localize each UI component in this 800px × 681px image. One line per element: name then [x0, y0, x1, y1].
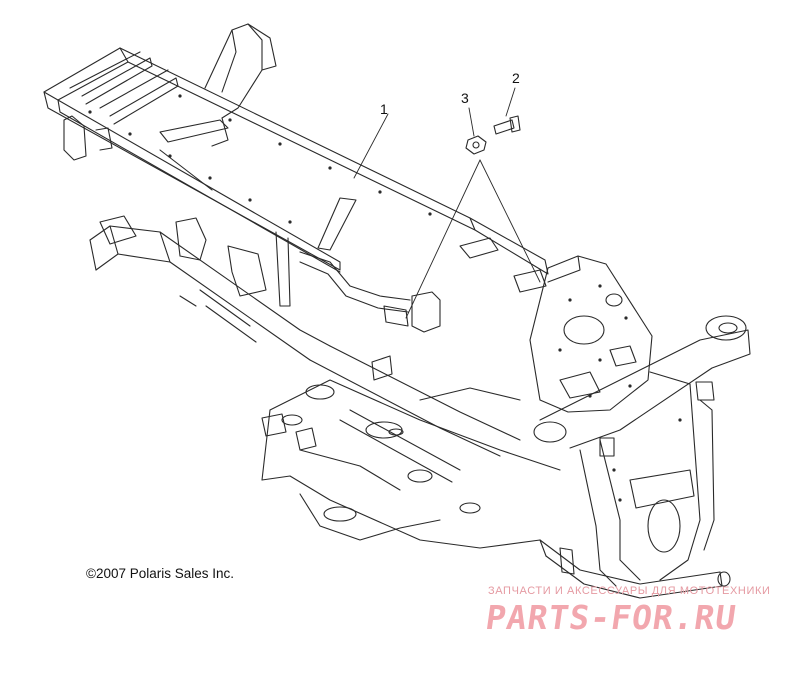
- upper-frame: [43, 23, 549, 333]
- watermark-tagline: ЗАПЧАСТИ И АКСЕССУАРЫ ДЛЯ МОТОТЕХНИКИ: [488, 585, 771, 597]
- lower-frame: [89, 215, 561, 549]
- leader-lines: [353, 87, 541, 319]
- callout-1: 1: [380, 101, 388, 117]
- nut-part-3: [465, 135, 487, 155]
- bolt-part-2: [493, 115, 521, 135]
- rear-tower: [529, 255, 751, 599]
- callout-2: 2: [512, 70, 520, 86]
- copyright-notice: ©2007 Polaris Sales Inc.: [86, 566, 235, 581]
- callout-3: 3: [461, 90, 469, 106]
- watermark-logo: PARTS-FOR.RU: [483, 598, 740, 637]
